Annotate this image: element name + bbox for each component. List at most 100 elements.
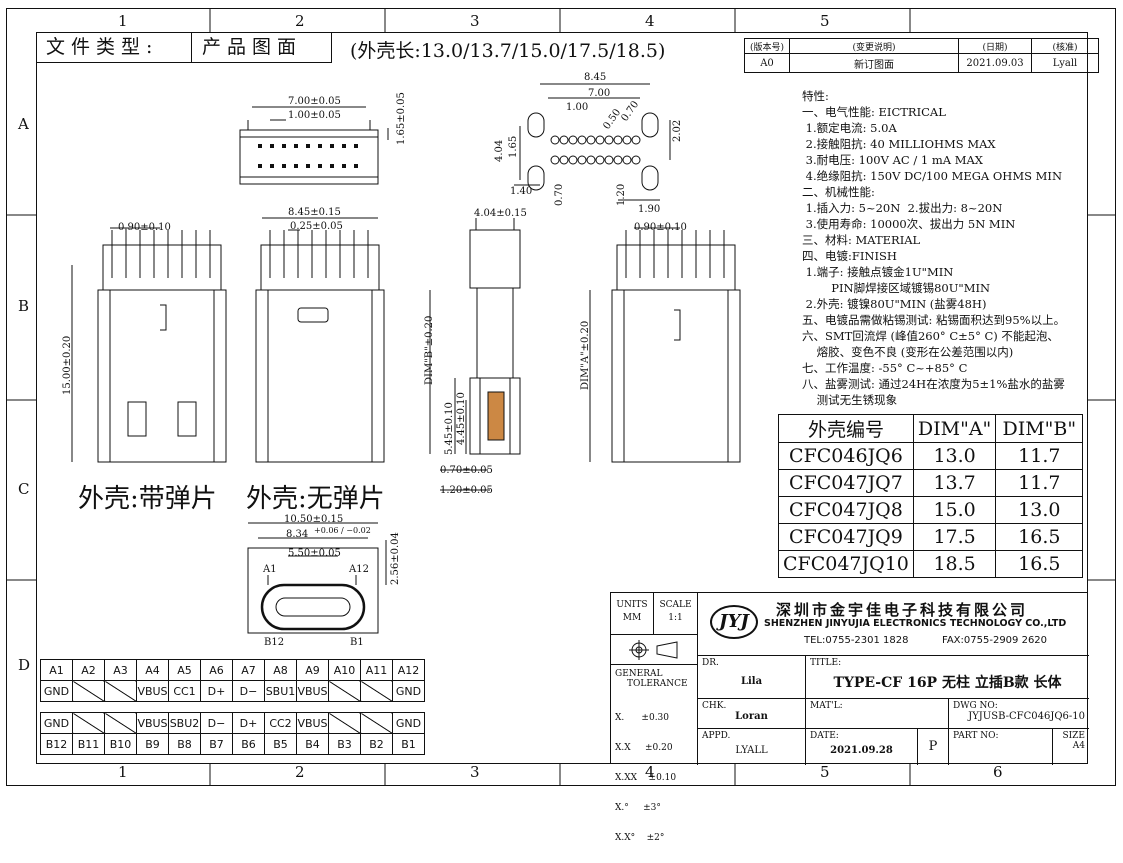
zone-col-6-bottom: 6	[993, 763, 1003, 781]
dr-cell: DR. Lila	[698, 656, 806, 699]
dim-end-1050: 10.50±0.15	[284, 514, 343, 525]
spec-line: 八、盐雾测试: 通过24H在浓度为5±1%盐水的盐雾	[802, 377, 1065, 391]
dr-label: DR.	[702, 658, 719, 668]
pin-cell: A6	[200, 659, 233, 681]
spec-line: 熔胶、变色不良 (变形在公差范围以内)	[802, 345, 1014, 359]
pin-cell-empty	[72, 712, 105, 734]
dim-right-dima: DIM"A"±0.20	[580, 321, 591, 390]
pin-cell: A8	[264, 659, 297, 681]
date-value: 2021.09.28	[830, 745, 893, 756]
zone-row-a: A	[18, 115, 29, 133]
pin-label-a1: A1	[262, 564, 277, 575]
pin-cell: SBU1	[264, 680, 297, 702]
revision-table: (版本号) (变更说明) (日期) (核准) A0 新订图面 2021.09.0…	[744, 38, 1099, 73]
dim-fp-120: 1.20	[616, 184, 627, 206]
top-view	[239, 106, 389, 185]
dim-right-090: 0.90±0.10	[634, 222, 687, 233]
part-cell: PART NO:	[949, 729, 1053, 765]
company-name-en: SHENZHEN JINYUJIA ELECTRONICS TECHNOLOGY…	[764, 618, 1067, 629]
shell-dim-a: 18.5	[912, 550, 997, 578]
page-p-cell: P	[918, 729, 949, 765]
dim-fp-070b: 0.70	[554, 184, 565, 206]
pin-cell: CC2	[264, 712, 297, 734]
pin-cell-empty	[328, 680, 361, 702]
pin-cell: A9	[296, 659, 329, 681]
pin-cell: B3	[328, 733, 361, 755]
dim-side-120: 1.20±0.05	[440, 485, 493, 496]
pin-cell-empty	[360, 680, 393, 702]
pcb-footprint	[514, 83, 671, 201]
dim-fp-845: 8.45	[584, 72, 606, 83]
spec-line: 六、SMT回流焊 (峰值260° C±5° C) 不能起泡、	[802, 329, 1059, 343]
pin-cell: B10	[104, 733, 137, 755]
dim-side-445: 4.45±0.10	[456, 392, 467, 445]
tolerance-label: TOLERANCE	[627, 679, 688, 689]
dim-fp-700: 7.00	[588, 88, 610, 99]
shell-dim-b: 13.0	[995, 496, 1084, 524]
tolerance-line: X.X° ±2°	[615, 833, 665, 843]
dim-mid-845: 8.45±0.15	[288, 207, 341, 218]
dim-fp-404: 4.04	[494, 140, 505, 162]
company-header: JYJ 深圳市金宇佳电子科技有限公司 SHENZHEN JINYUJIA ELE…	[698, 593, 1089, 656]
zone-grid	[6, 8, 1116, 786]
size-label: SIZE	[1062, 731, 1085, 741]
dim-top-w1: 7.00±0.05	[288, 96, 341, 107]
side-section-view	[429, 218, 521, 491]
dim-fp-070: 0.70	[619, 99, 641, 124]
label-no-spring: 外壳:无弹片	[246, 484, 385, 514]
pin-cell: D+	[200, 680, 233, 702]
dim-side-dimb: DIM"B"±0.20	[424, 316, 435, 385]
pin-cell: D+	[232, 712, 265, 734]
title-cell: TITLE: TYPE-CF 16P 无柱 立插B款 长体	[806, 656, 1089, 699]
zone-col-1: 1	[118, 12, 128, 30]
spec-line: 四、电镀:FINISH	[802, 249, 897, 263]
zone-col-2: 2	[295, 12, 305, 30]
size-cell: SIZE A4	[1053, 729, 1089, 765]
title-label: TITLE:	[810, 658, 842, 668]
chk-value: Loran	[735, 711, 768, 722]
dim-left-090: 0.90±0.10	[118, 222, 171, 233]
spec-list: 特性: 一、电气性能: EICTRICAL 1.额定电流: 5.0A 2.接触阻…	[802, 88, 1065, 408]
dim-end-834-tol: +0.06 / −0.02	[314, 526, 371, 535]
appd-cell: APPD. LYALL	[698, 729, 806, 765]
pin-cell-empty	[104, 712, 137, 734]
pin-label-a12: A12	[348, 564, 369, 575]
front-view-no-spring	[255, 217, 385, 463]
dim-fp-202: 2.02	[672, 120, 683, 142]
pin-cell: VBUS	[136, 712, 169, 734]
company-fax: FAX:0755-2909 2620	[942, 635, 1048, 646]
pin-cell: A1	[40, 659, 73, 681]
dim-top-w2: 1.00±0.05	[288, 110, 341, 121]
receptacle-end-view	[247, 522, 387, 634]
pin-cell: A5	[168, 659, 201, 681]
shell-length-note: (外壳长:13.0/13.7/15.0/17.5/18.5)	[350, 40, 666, 62]
spec-line: 1.端子: 接触点镀金1U"MIN	[802, 265, 954, 279]
zone-col-3: 3	[470, 12, 480, 30]
connector-drawing: 7.00±0.05 1.00±0.05 1.65±0.05 8.45 7.00 …	[62, 72, 741, 648]
label-with-spring: 外壳:带弹片	[78, 484, 217, 514]
appd-value: LYALL	[735, 745, 768, 756]
file-type-label: 文件类型:	[36, 32, 192, 62]
tolerance-line: X.X ±0.20	[615, 743, 673, 753]
drawing-border-outer	[6, 8, 1116, 786]
pin-cell: SBU2	[168, 712, 201, 734]
drawing-border-inner	[36, 32, 1088, 764]
dwg-number: JYJUSB-CFC046JQ6-10	[968, 711, 1085, 722]
dim-side-070: 0.70±0.05	[440, 465, 493, 476]
shell-code: CFC047JQ7	[778, 469, 914, 497]
spec-line: 三、材料: MATERIAL	[802, 233, 921, 247]
pin-cell: VBUS	[296, 680, 329, 702]
scale-cell: SCALE 1:1	[654, 593, 698, 635]
pin-cell: GND	[40, 712, 73, 734]
pin-table-gap	[40, 701, 425, 713]
shell-header-dim-b: DIM"B"	[995, 414, 1084, 443]
pin-cell: B4	[296, 733, 329, 755]
pin-cell: A2	[72, 659, 105, 681]
projection-symbol	[611, 635, 698, 665]
spec-line: 特性:	[802, 89, 829, 103]
pin-cell: B5	[264, 733, 297, 755]
spec-line: 2.外壳: 镀镍80U"MIN (盐雾48H)	[802, 297, 987, 311]
